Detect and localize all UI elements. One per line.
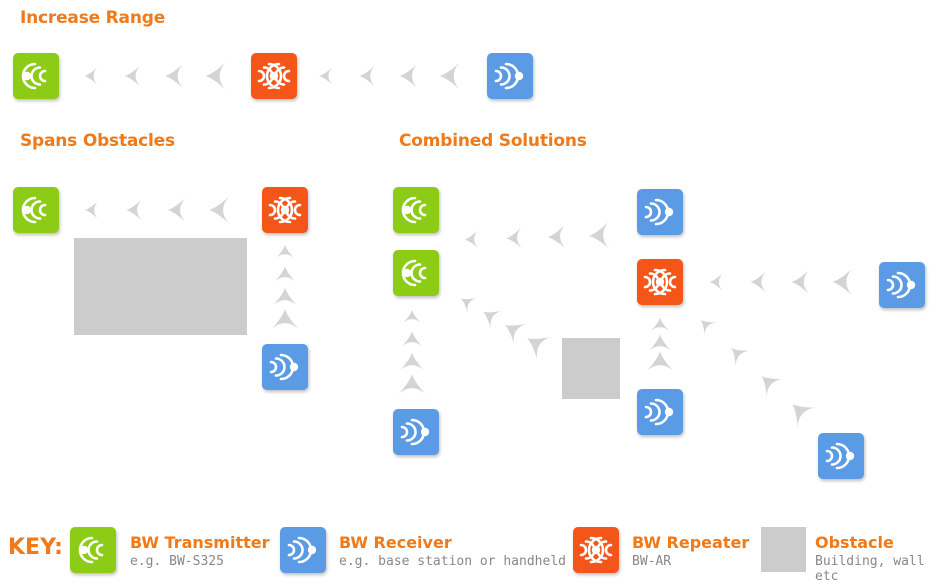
signal-chevron	[359, 65, 375, 87]
transmitter-signal-icon	[401, 259, 427, 287]
receiver-device	[393, 409, 439, 455]
repeater-signal-icon	[268, 196, 302, 224]
receiver-signal-icon	[886, 271, 916, 299]
signal-chevron	[527, 336, 551, 360]
signal-chevron	[439, 62, 460, 90]
repeater-device	[637, 259, 683, 305]
signal-chevron	[460, 297, 477, 313]
signal-chevron	[124, 65, 140, 87]
obstacle-spans	[74, 238, 247, 335]
receiver-signal-icon	[644, 198, 674, 226]
transmitter-signal-icon	[78, 536, 104, 564]
signal-chevron	[165, 64, 183, 88]
signal-chevron	[464, 230, 478, 248]
receiver-device	[262, 344, 308, 390]
receiver-signal-icon	[644, 398, 674, 426]
signal-chevron	[84, 201, 98, 219]
key-receiver-swatch	[280, 527, 326, 573]
signal-chevron	[506, 227, 522, 248]
signal-chevron	[792, 403, 816, 427]
key-obstacle-subtitle: Building, wall etc	[815, 554, 925, 584]
repeater-signal-icon	[643, 268, 677, 296]
transmitter-device	[393, 187, 439, 233]
signal-chevron	[709, 273, 723, 291]
repeater-signal-icon	[579, 536, 613, 564]
signal-chevron	[750, 271, 766, 293]
signal-arrows	[84, 62, 852, 427]
signal-chevron	[276, 244, 294, 258]
receiver-device	[818, 433, 864, 479]
repeater-device	[262, 187, 308, 233]
receiver-device	[637, 189, 683, 235]
receiver-device	[879, 262, 925, 308]
obstacle-combined	[562, 338, 620, 399]
signal-chevron	[271, 308, 299, 329]
signal-chevron	[791, 270, 809, 294]
transmitter-device	[393, 250, 439, 296]
key-repeater-swatch	[573, 527, 619, 573]
receiver-signal-icon	[494, 62, 524, 90]
signal-chevron	[588, 222, 609, 249]
key-transmitter-swatch	[70, 527, 116, 573]
transmitter-device	[13, 187, 59, 233]
signal-chevron	[205, 62, 226, 90]
key-label: KEY:	[8, 535, 63, 560]
receiver-signal-icon	[287, 536, 317, 564]
signal-chevron	[651, 317, 669, 331]
signal-chevron	[832, 268, 852, 296]
key-transmitter-title: BW Transmitter	[130, 533, 270, 552]
key-repeater-subtitle: BW-AR	[632, 554, 672, 569]
transmitter-device	[13, 53, 59, 99]
signal-chevron	[483, 310, 502, 329]
signal-chevron	[208, 196, 229, 224]
transmitter-signal-icon	[21, 62, 47, 90]
receiver-device	[637, 389, 683, 435]
signal-chevron	[167, 198, 185, 222]
key-obstacle-swatch	[761, 527, 806, 572]
signal-chevron	[761, 376, 783, 397]
receiver-signal-icon	[269, 353, 299, 381]
signal-chevron	[401, 331, 423, 347]
signal-chevron	[700, 320, 717, 336]
signal-chevron	[126, 199, 142, 221]
receiver-signal-icon	[825, 442, 855, 470]
repeater-device	[251, 53, 297, 99]
signal-chevron	[647, 351, 673, 371]
signal-chevron	[398, 373, 426, 394]
transmitter-signal-icon	[21, 196, 47, 224]
receiver-device	[487, 53, 533, 99]
signal-chevron	[505, 323, 526, 344]
key-obstacle-title: Obstacle	[815, 533, 894, 552]
signal-chevron	[273, 287, 297, 305]
signal-chevron	[399, 64, 417, 88]
signal-chevron	[547, 225, 566, 249]
key-repeater-title: BW Repeater	[632, 533, 750, 552]
heading-combined-solutions: Combined Solutions	[399, 131, 587, 151]
key-receiver-subtitle: e.g. base station or handheld	[339, 554, 566, 569]
signal-chevron	[84, 67, 98, 85]
key-receiver-title: BW Receiver	[339, 533, 452, 552]
receiver-signal-icon	[400, 418, 430, 446]
repeater-signal-icon	[257, 62, 291, 90]
signal-chevron	[731, 348, 750, 366]
heading-spans-obstacles: Spans Obstacles	[20, 131, 175, 151]
transmitter-signal-icon	[401, 196, 427, 224]
signal-chevron	[274, 266, 296, 282]
key-transmitter-subtitle: e.g. BW-S325	[130, 554, 224, 569]
signal-chevron	[400, 352, 424, 370]
heading-increase-range: Increase Range	[20, 8, 166, 28]
signal-chevron	[403, 309, 421, 323]
signal-chevron	[319, 67, 333, 85]
signal-chevron	[649, 334, 671, 351]
